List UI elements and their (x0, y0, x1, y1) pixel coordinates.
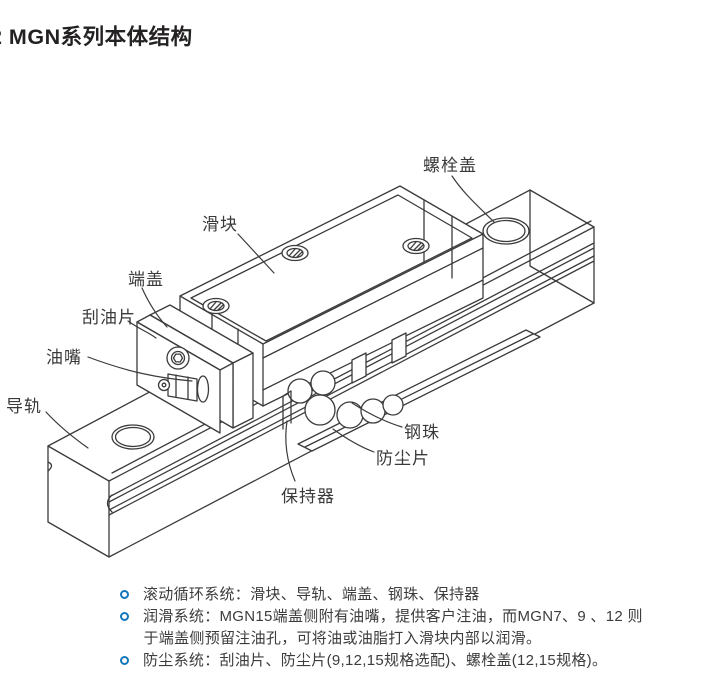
label-dust-sheet: 防尘片 (376, 449, 430, 468)
label-end-cap: 端盖 (128, 270, 164, 289)
block-thread-hole (281, 244, 309, 262)
bullet-ring-icon (120, 612, 129, 621)
label-steel-ball: 钢珠 (404, 423, 440, 442)
label-guide-rail: 导轨 (6, 397, 42, 416)
bullet-ring-icon (120, 656, 129, 665)
label-grease-nipple: 油嘴 (46, 348, 82, 367)
rail-bolt-hole (111, 424, 155, 450)
block-thread-hole (202, 297, 230, 315)
rail-bolt-hole (482, 217, 530, 245)
bullet-ring-icon (120, 590, 129, 599)
label-oil-scraper: 刮油片 (82, 308, 136, 327)
steel-balls-drawing (287, 370, 404, 429)
note-text: 润滑系统：MGN15端盖侧附有油嘴，提供客户注油，而MGN7、9 、12 则 (143, 608, 643, 625)
note-item-continuation: 于端盖侧预留注油孔，可将油或油脂打入滑块内部以润滑。 (120, 628, 695, 650)
block-thread-hole (402, 237, 430, 255)
label-slider-block: 滑块 (202, 215, 238, 234)
note-text: 防尘系统：刮油片、防尘片(9,12,15规格选配)、螺栓盖(12,15规格)。 (143, 652, 608, 669)
label-retainer: 保持器 (281, 487, 335, 506)
note-text: 滚动循环系统：滑块、导轨、端盖、钢珠、保持器 (143, 586, 480, 603)
note-item: 润滑系统：MGN15端盖侧附有油嘴，提供客户注油，而MGN7、9 、12 则 (120, 606, 695, 628)
note-text: 于端盖侧预留注油孔，可将油或油脂打入滑块内部以润滑。 (143, 630, 542, 647)
note-item: 防尘系统：刮油片、防尘片(9,12,15规格选配)、螺栓盖(12,15规格)。 (120, 650, 695, 672)
feature-notes: 滚动循环系统：滑块、导轨、端盖、钢珠、保持器 润滑系统：MGN15端盖侧附有油嘴… (120, 584, 695, 672)
leader-lines (45, 175, 495, 482)
note-item: 滚动循环系统：滑块、导轨、端盖、钢珠、保持器 (120, 584, 695, 606)
label-bolt-cover: 螺栓盖 (423, 156, 477, 175)
page-title: 2 MGN系列本体结构 (0, 25, 193, 49)
retainer-drawing (282, 390, 292, 430)
